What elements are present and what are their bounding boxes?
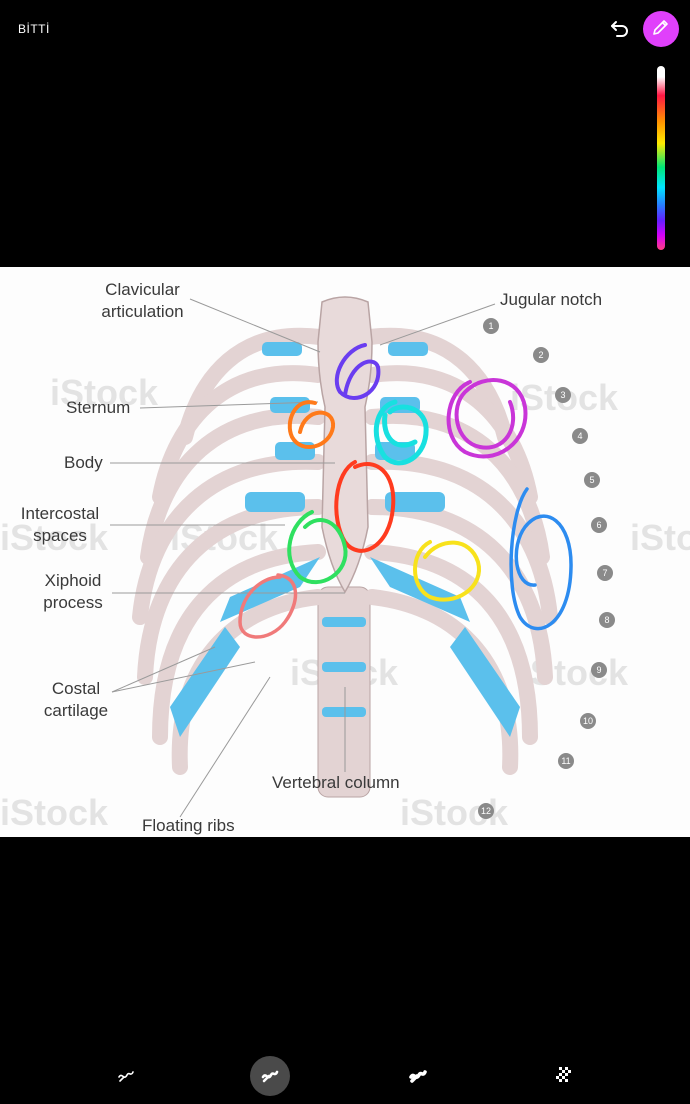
pen-tool-icon: [115, 1063, 137, 1090]
bottom-toolbar: [0, 1046, 690, 1104]
watermark: iStock: [630, 517, 690, 558]
watermark: iStock: [50, 372, 159, 413]
rib-number: 3: [555, 387, 571, 403]
leader-lines: [110, 298, 496, 818]
label-floating-ribs: Floating ribs: [142, 816, 235, 835]
ribs-right: [362, 327, 558, 775]
annotation-stroke-yellow: [413, 540, 482, 602]
annotation-stroke-blue: [509, 487, 573, 631]
pencil-button[interactable]: [643, 11, 679, 47]
label-clavicular-articulation: Clavicular articulation: [101, 280, 184, 321]
marker-tool-button[interactable]: [250, 1056, 290, 1096]
rib-number: 1: [483, 318, 499, 334]
annotation-stroke-green: [287, 510, 348, 585]
drawing-layer[interactable]: [0, 267, 690, 837]
undo-icon[interactable]: [608, 17, 632, 41]
costal-cartilage: [170, 342, 520, 737]
pen-tool-button[interactable]: [106, 1056, 146, 1096]
rib-number: 5: [584, 472, 600, 488]
done-button[interactable]: BİTTİ: [18, 22, 50, 36]
rib-number: 4: [572, 428, 588, 444]
sternum: [317, 296, 373, 594]
eraser-tool-icon: [553, 1063, 575, 1090]
label-xiphoid-process: Xiphoid process: [43, 571, 103, 612]
rib-number: 10: [580, 713, 596, 729]
annotation-stroke-purple: [334, 343, 381, 400]
rib-number: 2: [533, 347, 549, 363]
annotation-stroke-salmon: [238, 573, 298, 639]
color-slider[interactable]: [657, 66, 665, 250]
eraser-tool-button[interactable]: [544, 1056, 584, 1096]
ribcage-illustration: [110, 296, 558, 818]
rib-number: 8: [599, 612, 615, 628]
highlighter-tool-button[interactable]: [398, 1056, 438, 1096]
annotation-stroke-red: [334, 460, 396, 553]
label-jugular-notch: Jugular notch: [500, 290, 603, 309]
annotation-stroke-orange: [287, 400, 336, 449]
pencil-icon: [651, 17, 671, 42]
rib-number: 11: [558, 753, 574, 769]
annotation-stroke-magenta: [446, 378, 528, 459]
highlighter-tool-icon: [407, 1063, 429, 1090]
rib-number: 6: [591, 517, 607, 533]
marker-tool-icon: [259, 1063, 281, 1090]
label-sternum: Sternum: [66, 398, 131, 417]
label-body: Body: [64, 453, 103, 472]
label-costal-cartilage: Costal cartilage: [43, 679, 109, 720]
ribcage-image: iStock iStock iStock iStock iStock iStoc…: [0, 267, 690, 837]
watermark: iStock: [0, 517, 109, 558]
rib-number: 7: [597, 565, 613, 581]
watermark: iStock: [0, 792, 109, 833]
top-bar: BİTTİ: [0, 0, 690, 60]
rib-number: 12: [478, 803, 494, 819]
annotation-stroke-cyan: [373, 399, 429, 466]
label-vertebral-column: Vertebral column: [272, 773, 400, 792]
rib-number: 9: [591, 662, 607, 678]
label-intercostal-spaces: Intercostal spaces: [20, 504, 100, 545]
